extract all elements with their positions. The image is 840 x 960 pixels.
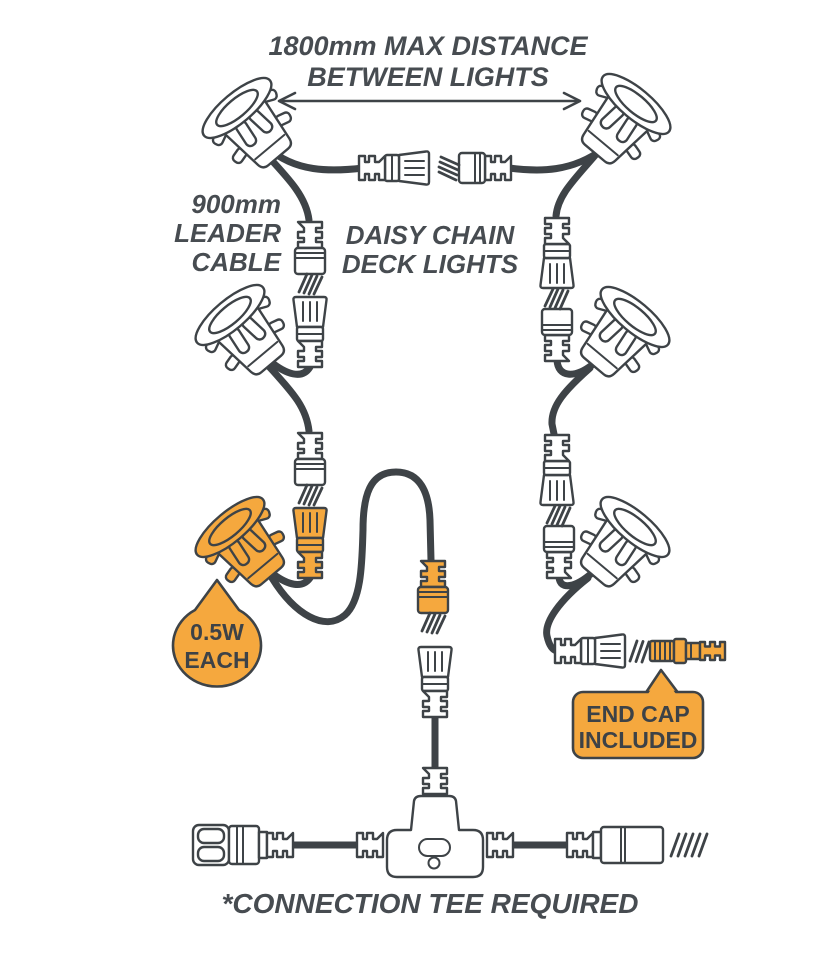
cable-connector-male-icon-c xyxy=(540,218,573,288)
cable-light5-down xyxy=(548,364,594,438)
title-line2: BETWEEN LIGHTS xyxy=(307,62,549,92)
cable-light6-to-end-connector xyxy=(543,574,592,655)
cable-connector-female-icon-c xyxy=(542,289,572,361)
cable-light2-down xyxy=(261,358,313,435)
cable-pairB-to-light3 xyxy=(269,570,314,588)
title-line1: 1800mm MAX DISTANCE xyxy=(268,31,588,61)
cable-connector-male-icon-center xyxy=(418,647,451,717)
daisy-chain-label-line1: DAISY CHAIN xyxy=(346,220,516,250)
cable-light4-down xyxy=(552,148,602,220)
cable-connector-female-icon-mid xyxy=(439,153,511,183)
cable-connector-male-icon-mid xyxy=(359,151,429,184)
continuation-plug-icon xyxy=(567,827,707,863)
wattage-callout-line2: EACH xyxy=(184,647,249,673)
cables xyxy=(260,144,607,849)
power-plug-icon xyxy=(193,825,293,865)
daisy-chain-label-line2: DECK LIGHTS xyxy=(342,249,519,279)
wattage-callout-line1: 0.5W xyxy=(190,619,244,645)
deck-light-icon-1 xyxy=(193,67,313,186)
end-cap-icon xyxy=(628,637,727,665)
cable-connector-female-icon-a xyxy=(295,222,325,294)
cable-pairA-to-light2 xyxy=(267,358,314,378)
leader-cable-label-line3: CABLE xyxy=(191,247,281,277)
cable-connector-male-icon-b-highlighted xyxy=(293,508,326,578)
cable-connector-male-icon-a xyxy=(293,297,326,367)
cable-connector-male-icon-end xyxy=(555,634,625,667)
end-cap-callout-line2: INCLUDED xyxy=(579,727,698,753)
cable-connector-female-icon-d xyxy=(544,506,574,578)
cable-connector-female-icon-center-highlighted xyxy=(418,561,448,633)
distance-arrow-icon xyxy=(277,91,582,111)
end-cap-callout-line1: END CAP xyxy=(586,701,690,727)
wattage-callout: 0.5W EACH xyxy=(171,578,263,688)
deck-light-icon-3-highlighted xyxy=(186,486,306,605)
connection-tee-icon xyxy=(355,766,515,879)
footnote-label: *CONNECTION TEE REQUIRED xyxy=(222,888,639,919)
leader-cable-label-line2: LEADER xyxy=(174,218,281,248)
cable-light3-arch-to-center xyxy=(268,468,435,626)
cable-connector-female-icon-b xyxy=(295,433,325,505)
leader-cable-label-line1: 900mm xyxy=(191,189,281,219)
cable-connector-male-icon-d xyxy=(540,435,573,505)
end-cap-callout: END CAP INCLUDED xyxy=(571,668,705,760)
